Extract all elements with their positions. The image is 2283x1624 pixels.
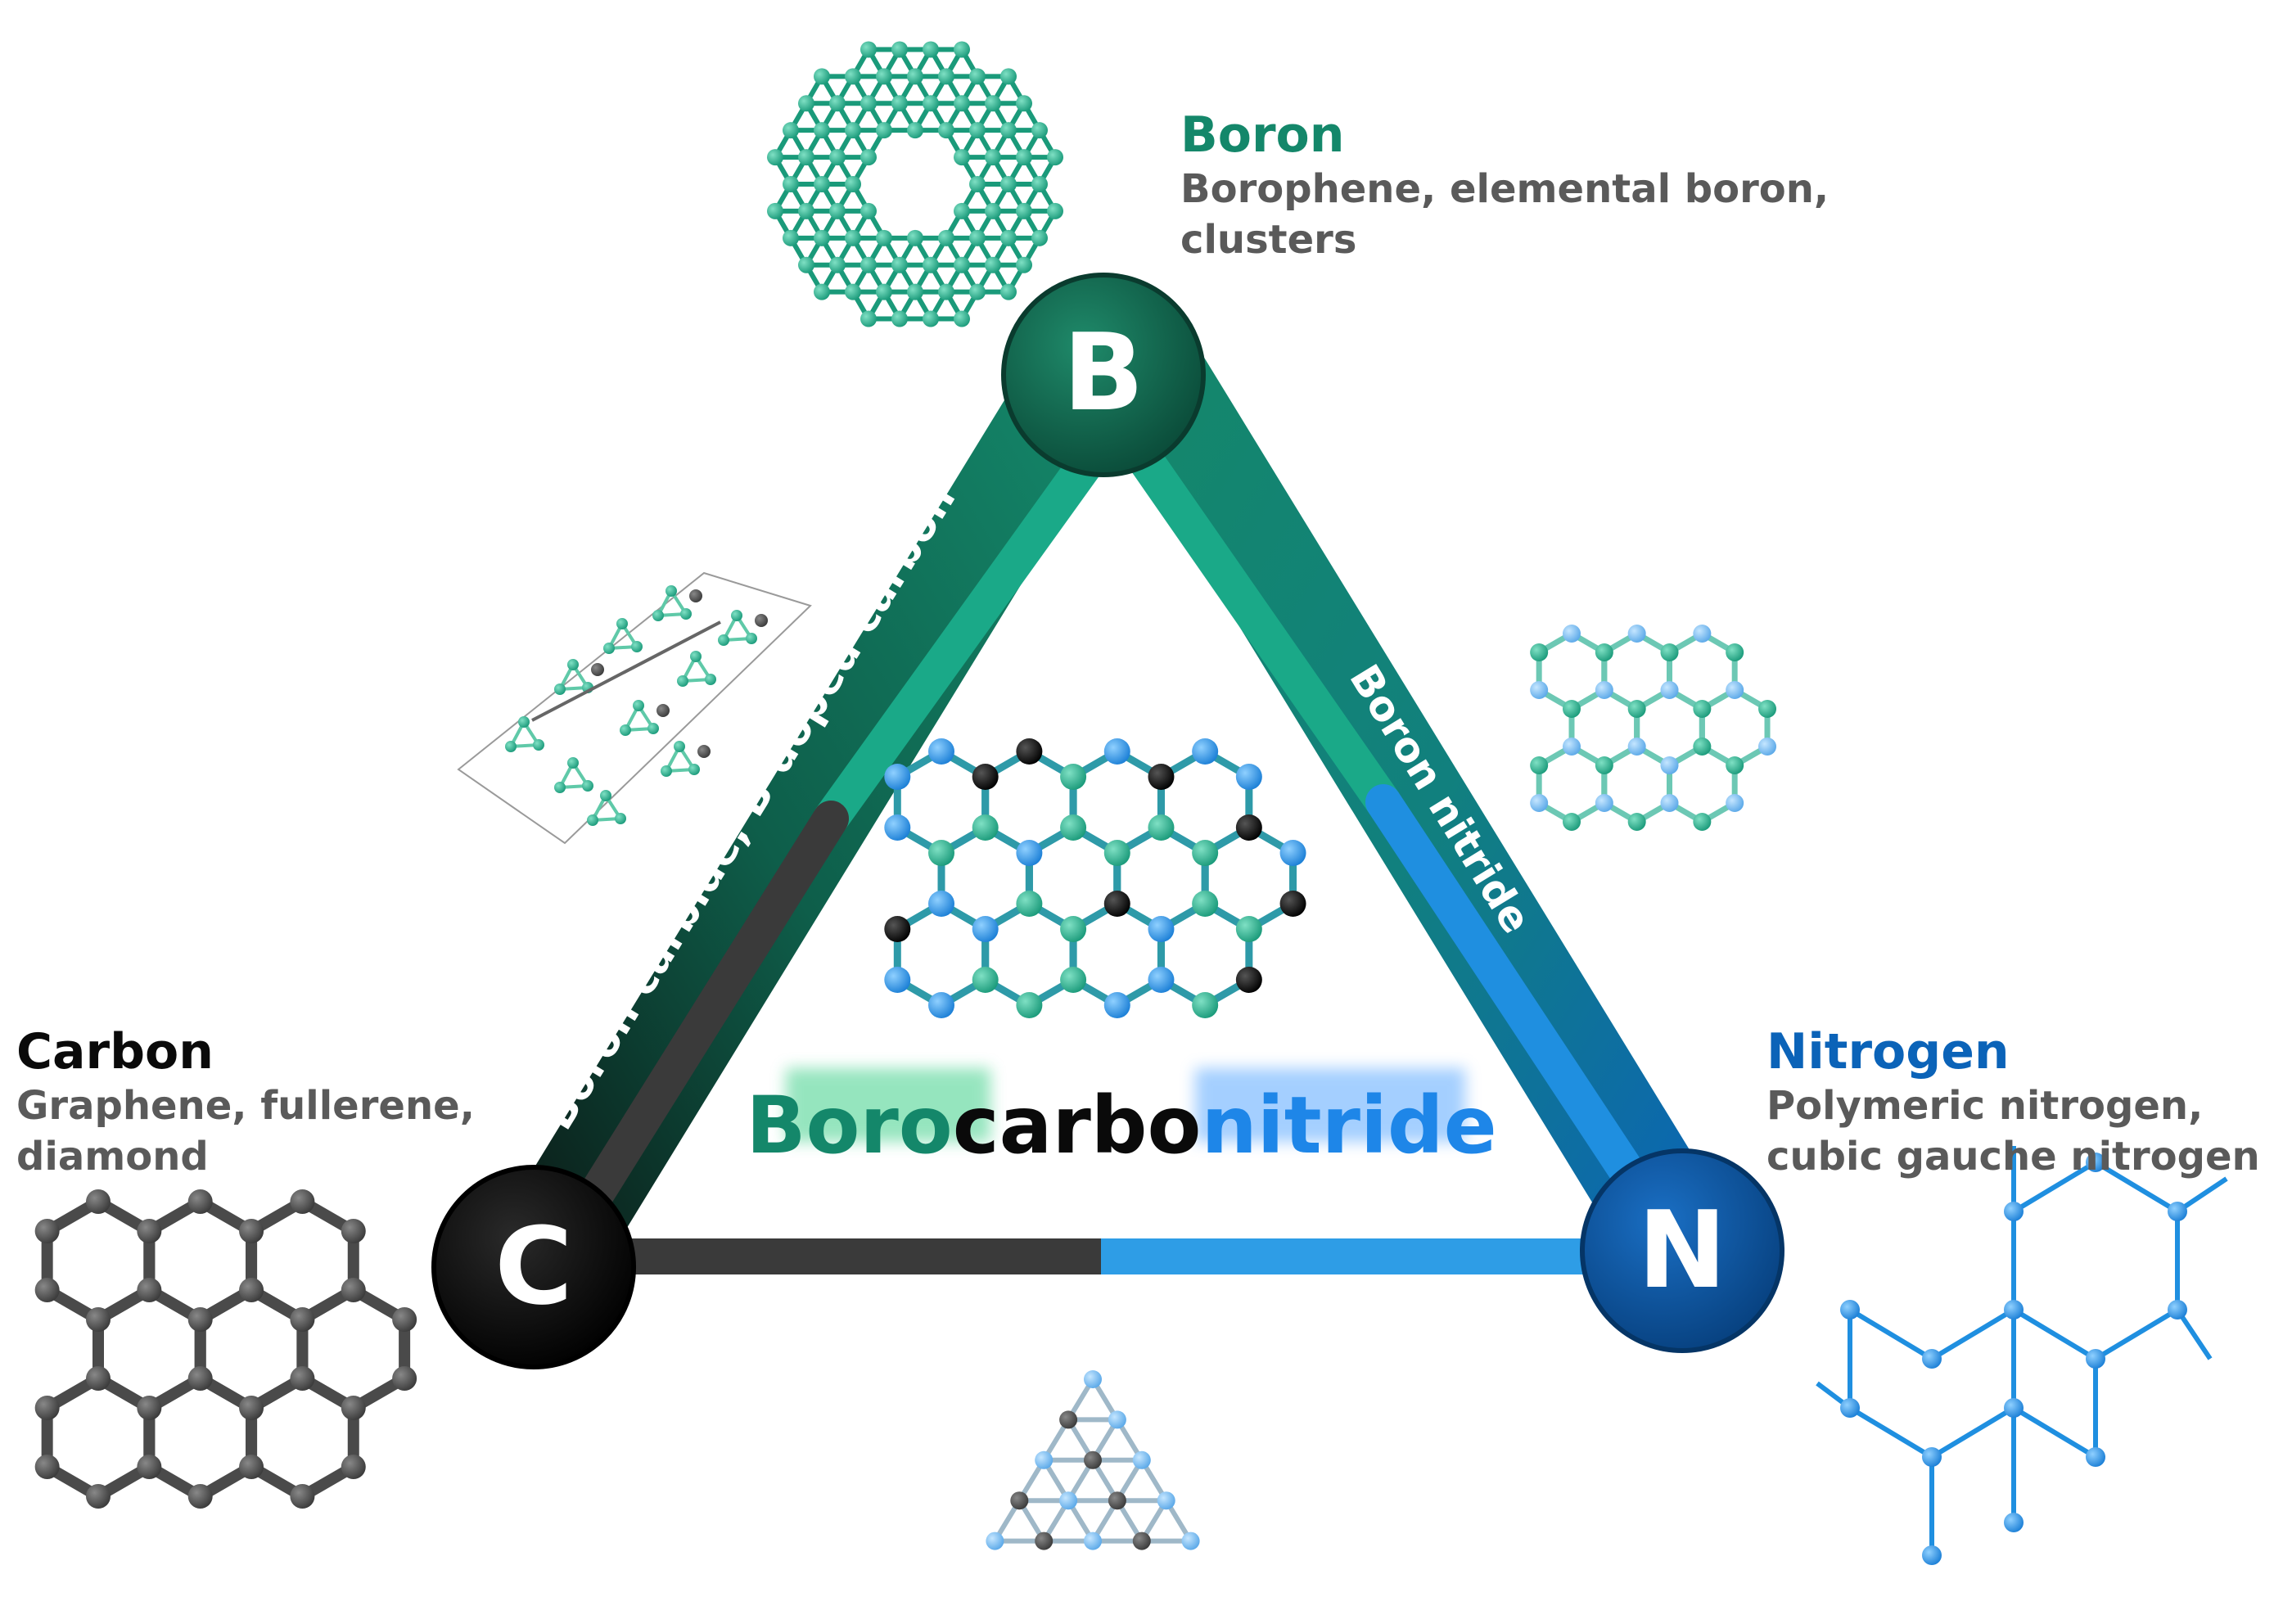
carbon-subtitle: Graphene, fullerene, diamond [16, 1083, 475, 1180]
node-carbon-letter: C [494, 1204, 572, 1329]
center-title-boro: Boro [746, 1080, 952, 1171]
svg-text:Borocarbonitride: Borocarbonitride [746, 1080, 1496, 1171]
node-nitrogen-letter: N [1638, 1188, 1727, 1312]
borocarbonitride-lattice-icon [884, 738, 1306, 1018]
node-nitrogen: N [1580, 1148, 1784, 1353]
nitrogen-title: Nitrogen [1766, 1023, 2010, 1080]
boron-carbide-crystal-icon [457, 571, 812, 845]
borophene-structure-icon [767, 41, 1063, 327]
center-title: Borocarbonitride [746, 1068, 1497, 1171]
nitrogen-label-block: Nitrogen Polymeric nitrogen, cubic gauch… [1766, 1023, 2260, 1182]
node-carbon: C [431, 1165, 636, 1369]
center-title-carbo: carbo [953, 1080, 1202, 1171]
carbon-nitride-icon [986, 1370, 1200, 1550]
center-title-nitride: nitride [1201, 1080, 1496, 1171]
carbon-title: Carbon [16, 1023, 214, 1080]
node-boron: B [1001, 273, 1206, 477]
nitrogen-subtitle: Polymeric nitrogen, cubic gauche nitroge… [1766, 1083, 2260, 1180]
hexagonal-boron-nitride-icon [1530, 625, 1777, 831]
node-boron-letter: B [1063, 310, 1144, 435]
edge-label-carbon-nitrogen: Carbon nitride, N-doped carbon [743, 1292, 1503, 1341]
boron-label-block: Boron Borophene, elemental boron, cluste… [1180, 106, 1829, 265]
polymeric-nitrogen-icon [1816, 1146, 2228, 1565]
boron-subtitle: Borophene, elemental boron, clusters [1180, 166, 1830, 263]
graphene-lattice-icon [34, 1189, 417, 1509]
triangle-frame [476, 313, 1758, 1342]
boron-title: Boron [1180, 106, 1345, 164]
carbon-label-block: Carbon Graphene, fullerene, diamond [16, 1023, 475, 1182]
